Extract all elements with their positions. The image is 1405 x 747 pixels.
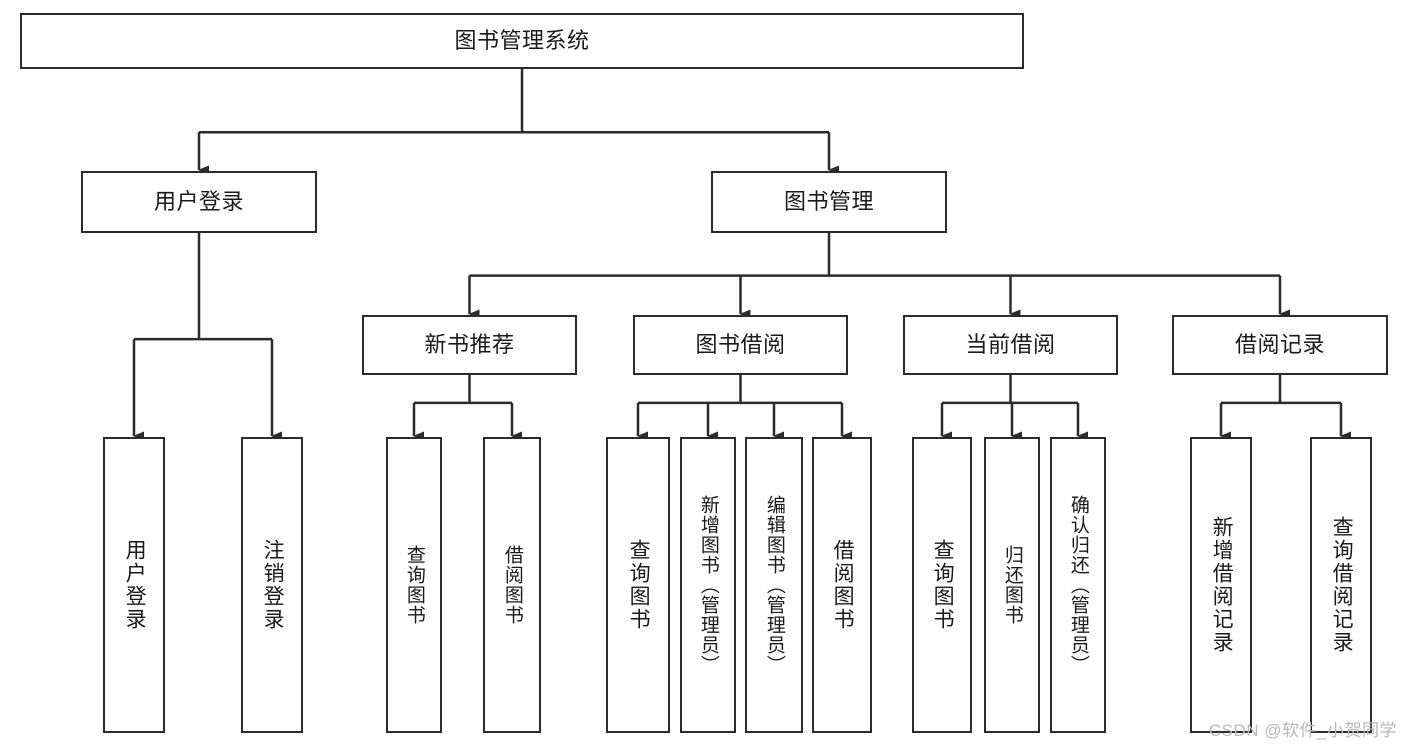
node-label: 当前借阅 <box>965 331 1056 357</box>
node-l2-user-login[interactable]: 用户登录 <box>81 171 317 233</box>
node-leaf-br-query-record[interactable]: 查询借阅记录 <box>1310 437 1372 733</box>
node-leaf-bb-add-book[interactable]: 新增图书（管理员） <box>680 437 736 733</box>
node-leaf-cb-return-book[interactable]: 归还图书 <box>984 437 1040 733</box>
node-l2-book-manage[interactable]: 图书管理 <box>711 171 947 233</box>
node-label: 新增借阅记录 <box>1210 516 1234 654</box>
node-leaf-user-login[interactable]: 用户登录 <box>103 437 165 733</box>
node-label: 借阅记录 <box>1234 331 1325 357</box>
node-l3-new-book-rec[interactable]: 新书推荐 <box>362 315 577 375</box>
node-leaf-rec-borrow-book[interactable]: 借阅图书 <box>483 437 541 733</box>
node-label: 图书借阅 <box>695 331 786 357</box>
watermark: CSDN @软件_小贺同学 <box>1208 721 1397 740</box>
node-label: 查询借阅记录 <box>1330 516 1354 654</box>
node-leaf-cb-query-book[interactable]: 查询图书 <box>912 437 972 733</box>
node-leaf-logout[interactable]: 注销登录 <box>241 437 303 733</box>
node-leaf-cb-confirm-return[interactable]: 确认归还（管理员） <box>1050 437 1106 733</box>
node-leaf-rec-query-book[interactable]: 查询图书 <box>386 437 442 733</box>
node-l3-book-borrow[interactable]: 图书借阅 <box>633 315 848 375</box>
node-label: 编辑图书（管理员） <box>763 495 785 675</box>
node-label: 图书管理 <box>783 188 874 214</box>
node-leaf-br-add-record[interactable]: 新增借阅记录 <box>1190 437 1252 733</box>
node-leaf-bb-borrow-book[interactable]: 借阅图书 <box>812 437 872 733</box>
node-label: 借阅图书 <box>831 539 855 631</box>
node-label: 新书推荐 <box>424 331 515 357</box>
node-label: 图书管理系统 <box>454 27 590 53</box>
node-leaf-bb-edit-book[interactable]: 编辑图书（管理员） <box>745 437 803 733</box>
node-label: 用户登录 <box>153 188 244 214</box>
node-l3-borrow-record[interactable]: 借阅记录 <box>1172 315 1388 375</box>
node-leaf-bb-query-book[interactable]: 查询图书 <box>606 437 670 733</box>
node-root[interactable]: 图书管理系统 <box>20 13 1024 69</box>
node-label: 注销登录 <box>261 539 285 631</box>
node-label: 查询图书 <box>931 539 955 631</box>
node-label: 查询图书 <box>403 545 425 625</box>
node-label: 借阅图书 <box>501 545 523 625</box>
node-label: 用户登录 <box>123 539 147 631</box>
node-label: 确认归还（管理员） <box>1067 495 1089 675</box>
node-label: 查询图书 <box>627 539 651 631</box>
node-l3-current-borrow[interactable]: 当前借阅 <box>903 315 1118 375</box>
node-label: 新增图书（管理员） <box>697 495 719 675</box>
node-label: 归还图书 <box>1001 545 1023 625</box>
